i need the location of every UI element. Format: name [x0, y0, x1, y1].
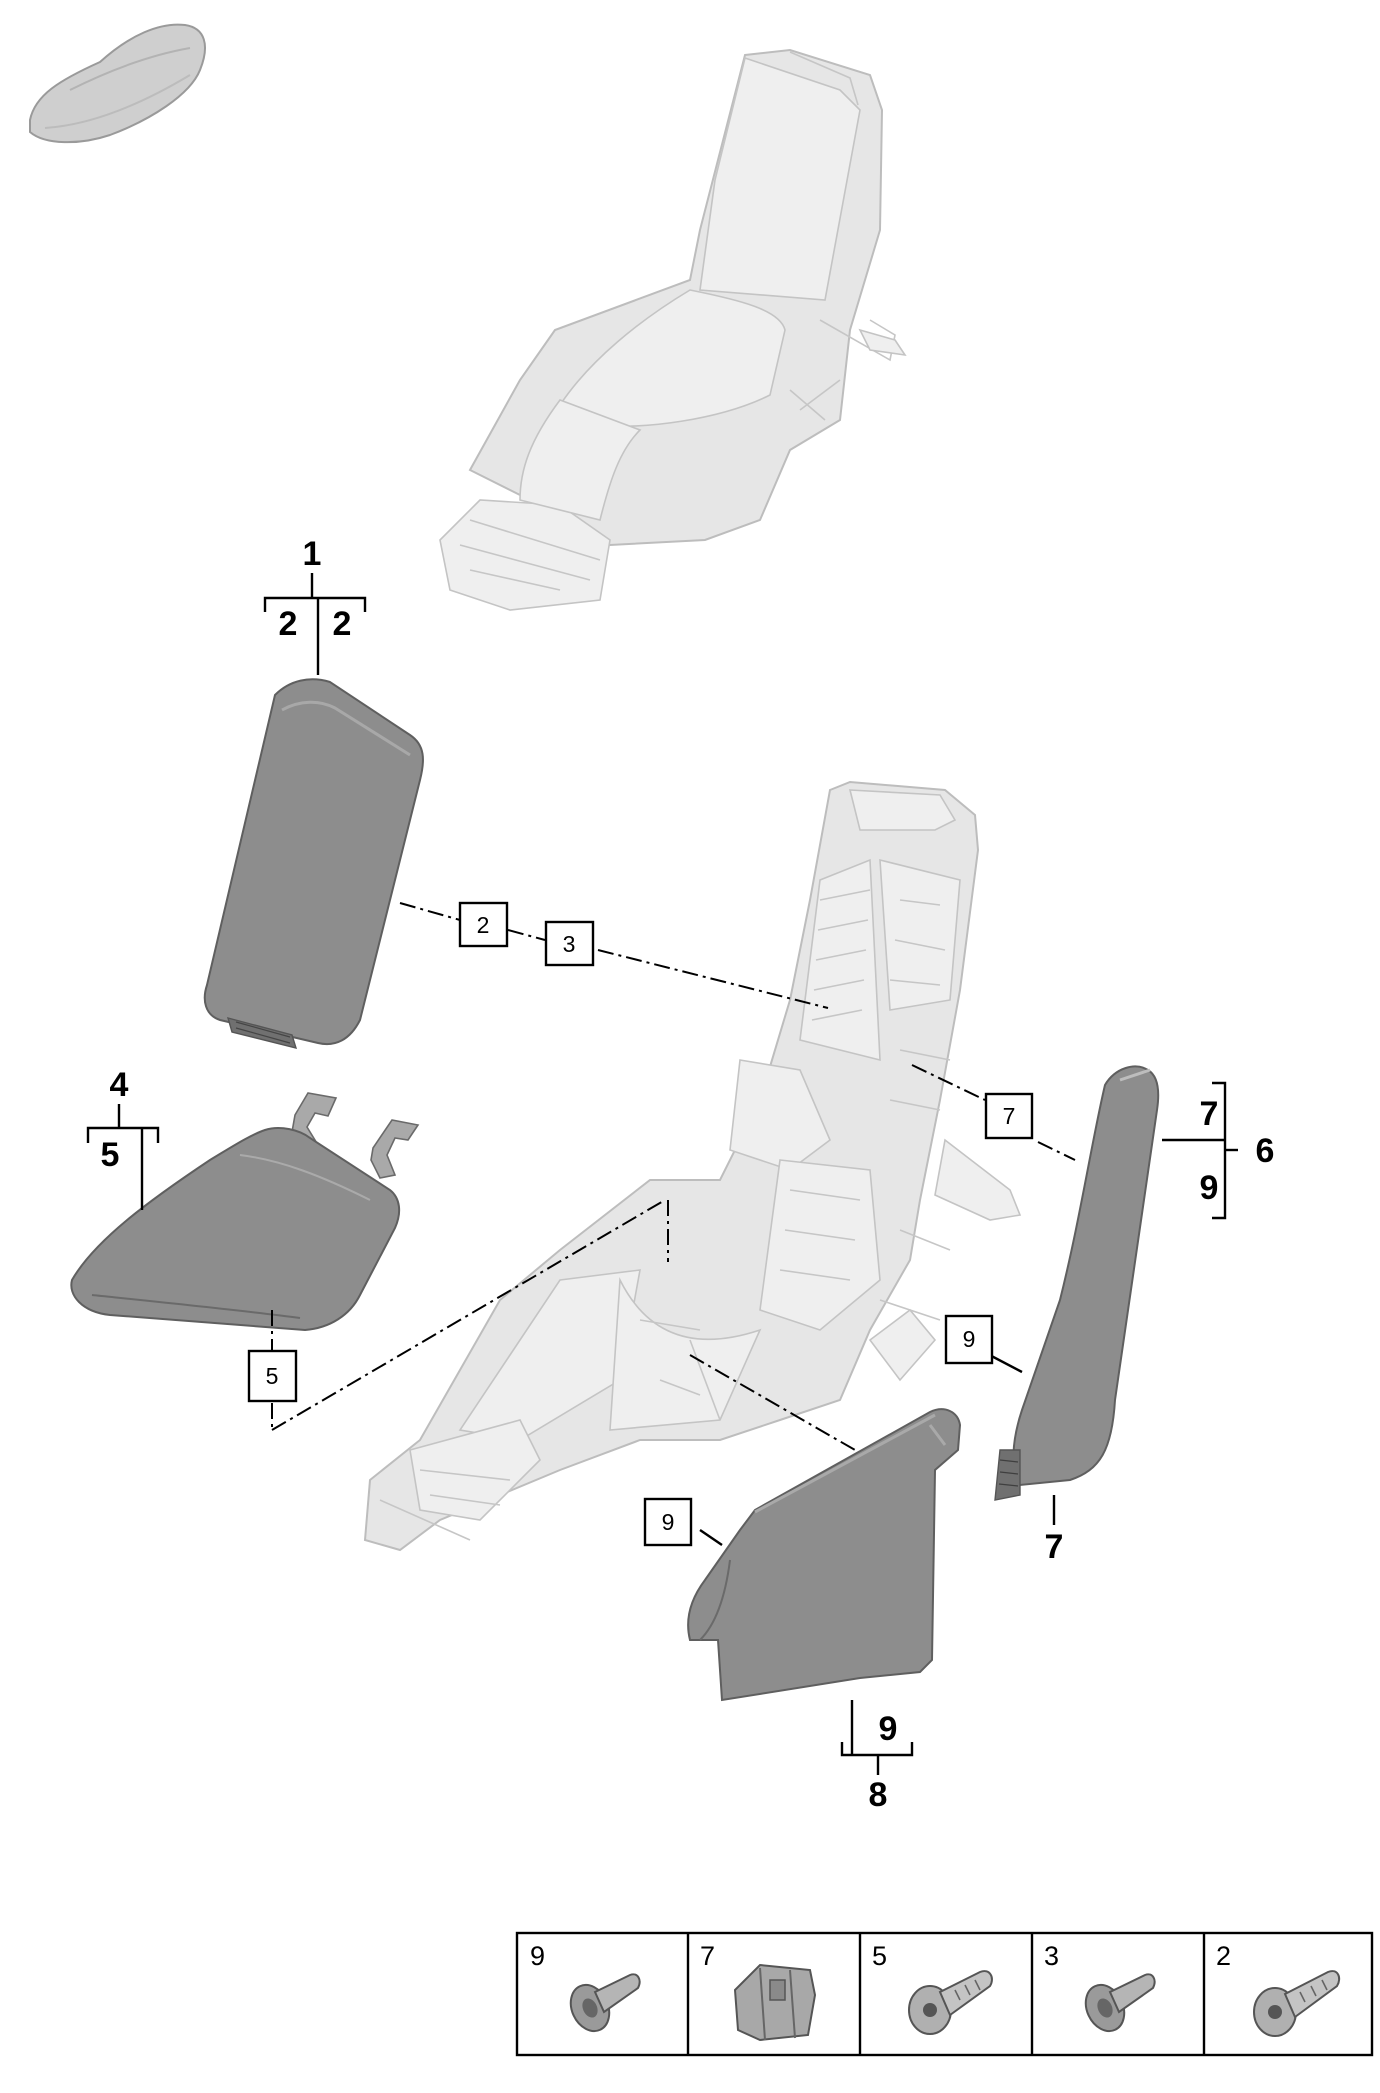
box-clip-console-label: 7 [1003, 1103, 1016, 1129]
armrest-cushion-part [70, 1092, 420, 1332]
callout-armrest-sub-right: 2 [333, 605, 352, 643]
callout-side-sub-top: 7 [1200, 1095, 1219, 1133]
armrest-part [203, 678, 424, 1049]
legend-cell-4: 3 [1044, 1941, 1156, 2033]
leader-lines [86, 573, 1238, 1775]
torx-screw-icon [1253, 1970, 1341, 2037]
legend-cell-1: 9 [530, 1941, 641, 2033]
legend-cell-3: 5 [872, 1941, 993, 2035]
vehicle-thumbnail-icon [29, 23, 206, 144]
box-screw-cushion [247, 1349, 298, 1403]
fastener-legend: 9 7 5 3 [515, 1931, 1374, 2057]
flange-screw-icon [569, 1973, 641, 2033]
legend-cell-2: 7 [700, 1941, 817, 2042]
console-frame-ghost [363, 780, 1022, 1552]
reference-lines [271, 902, 1076, 1451]
legend-number-2: 7 [700, 1941, 715, 1971]
clip-icon [733, 1963, 817, 2042]
legend-number-3: 5 [872, 1941, 887, 1971]
callout-side-clip: 7 [1045, 1528, 1064, 1566]
callout-side-sub-bottom: 9 [1200, 1169, 1219, 1207]
side-trim-panel-part [994, 1065, 1160, 1501]
lower-cover-part [687, 1408, 962, 1702]
box-screw-side-panel [944, 1314, 994, 1365]
box-clip-console [984, 1092, 1034, 1140]
box-screw-lower-cover [643, 1497, 693, 1547]
box-screw-armrest-carrier-label: 3 [563, 931, 576, 957]
legend-number-4: 3 [1044, 1941, 1059, 1971]
callout-cushion-sub: 5 [101, 1136, 120, 1174]
boxed-labels: 2 3 7 5 9 9 [247, 901, 1034, 1547]
callout-lower-cover-sub: 9 [879, 1710, 898, 1748]
legend-number-1: 9 [530, 1941, 545, 1971]
box-screw-side-panel-label: 9 [963, 1326, 976, 1352]
callout-side-group: 6 [1256, 1132, 1275, 1170]
box-screw-armrest-label: 2 [477, 912, 490, 938]
torx-screw-icon [908, 1970, 993, 2035]
legend-cell-5: 2 [1216, 1941, 1341, 2037]
box-screw-lower-cover-label: 9 [662, 1509, 675, 1535]
callout-numbers: 1 2 2 4 5 7 6 9 7 9 8 [101, 535, 1275, 1814]
box-screw-armrest-carrier [544, 920, 595, 967]
callout-armrest-sub-left: 2 [279, 605, 298, 643]
callout-armrest-group: 1 [303, 535, 322, 573]
complete-console-ghost [439, 48, 907, 611]
box-screw-cushion-label: 5 [266, 1363, 279, 1389]
box-screw-armrest [458, 901, 509, 948]
callout-lower-cover-group: 8 [869, 1776, 888, 1814]
callout-cushion-group: 4 [110, 1066, 129, 1104]
legend-number-5: 2 [1216, 1941, 1231, 1971]
flange-screw-icon [1084, 1973, 1156, 2033]
